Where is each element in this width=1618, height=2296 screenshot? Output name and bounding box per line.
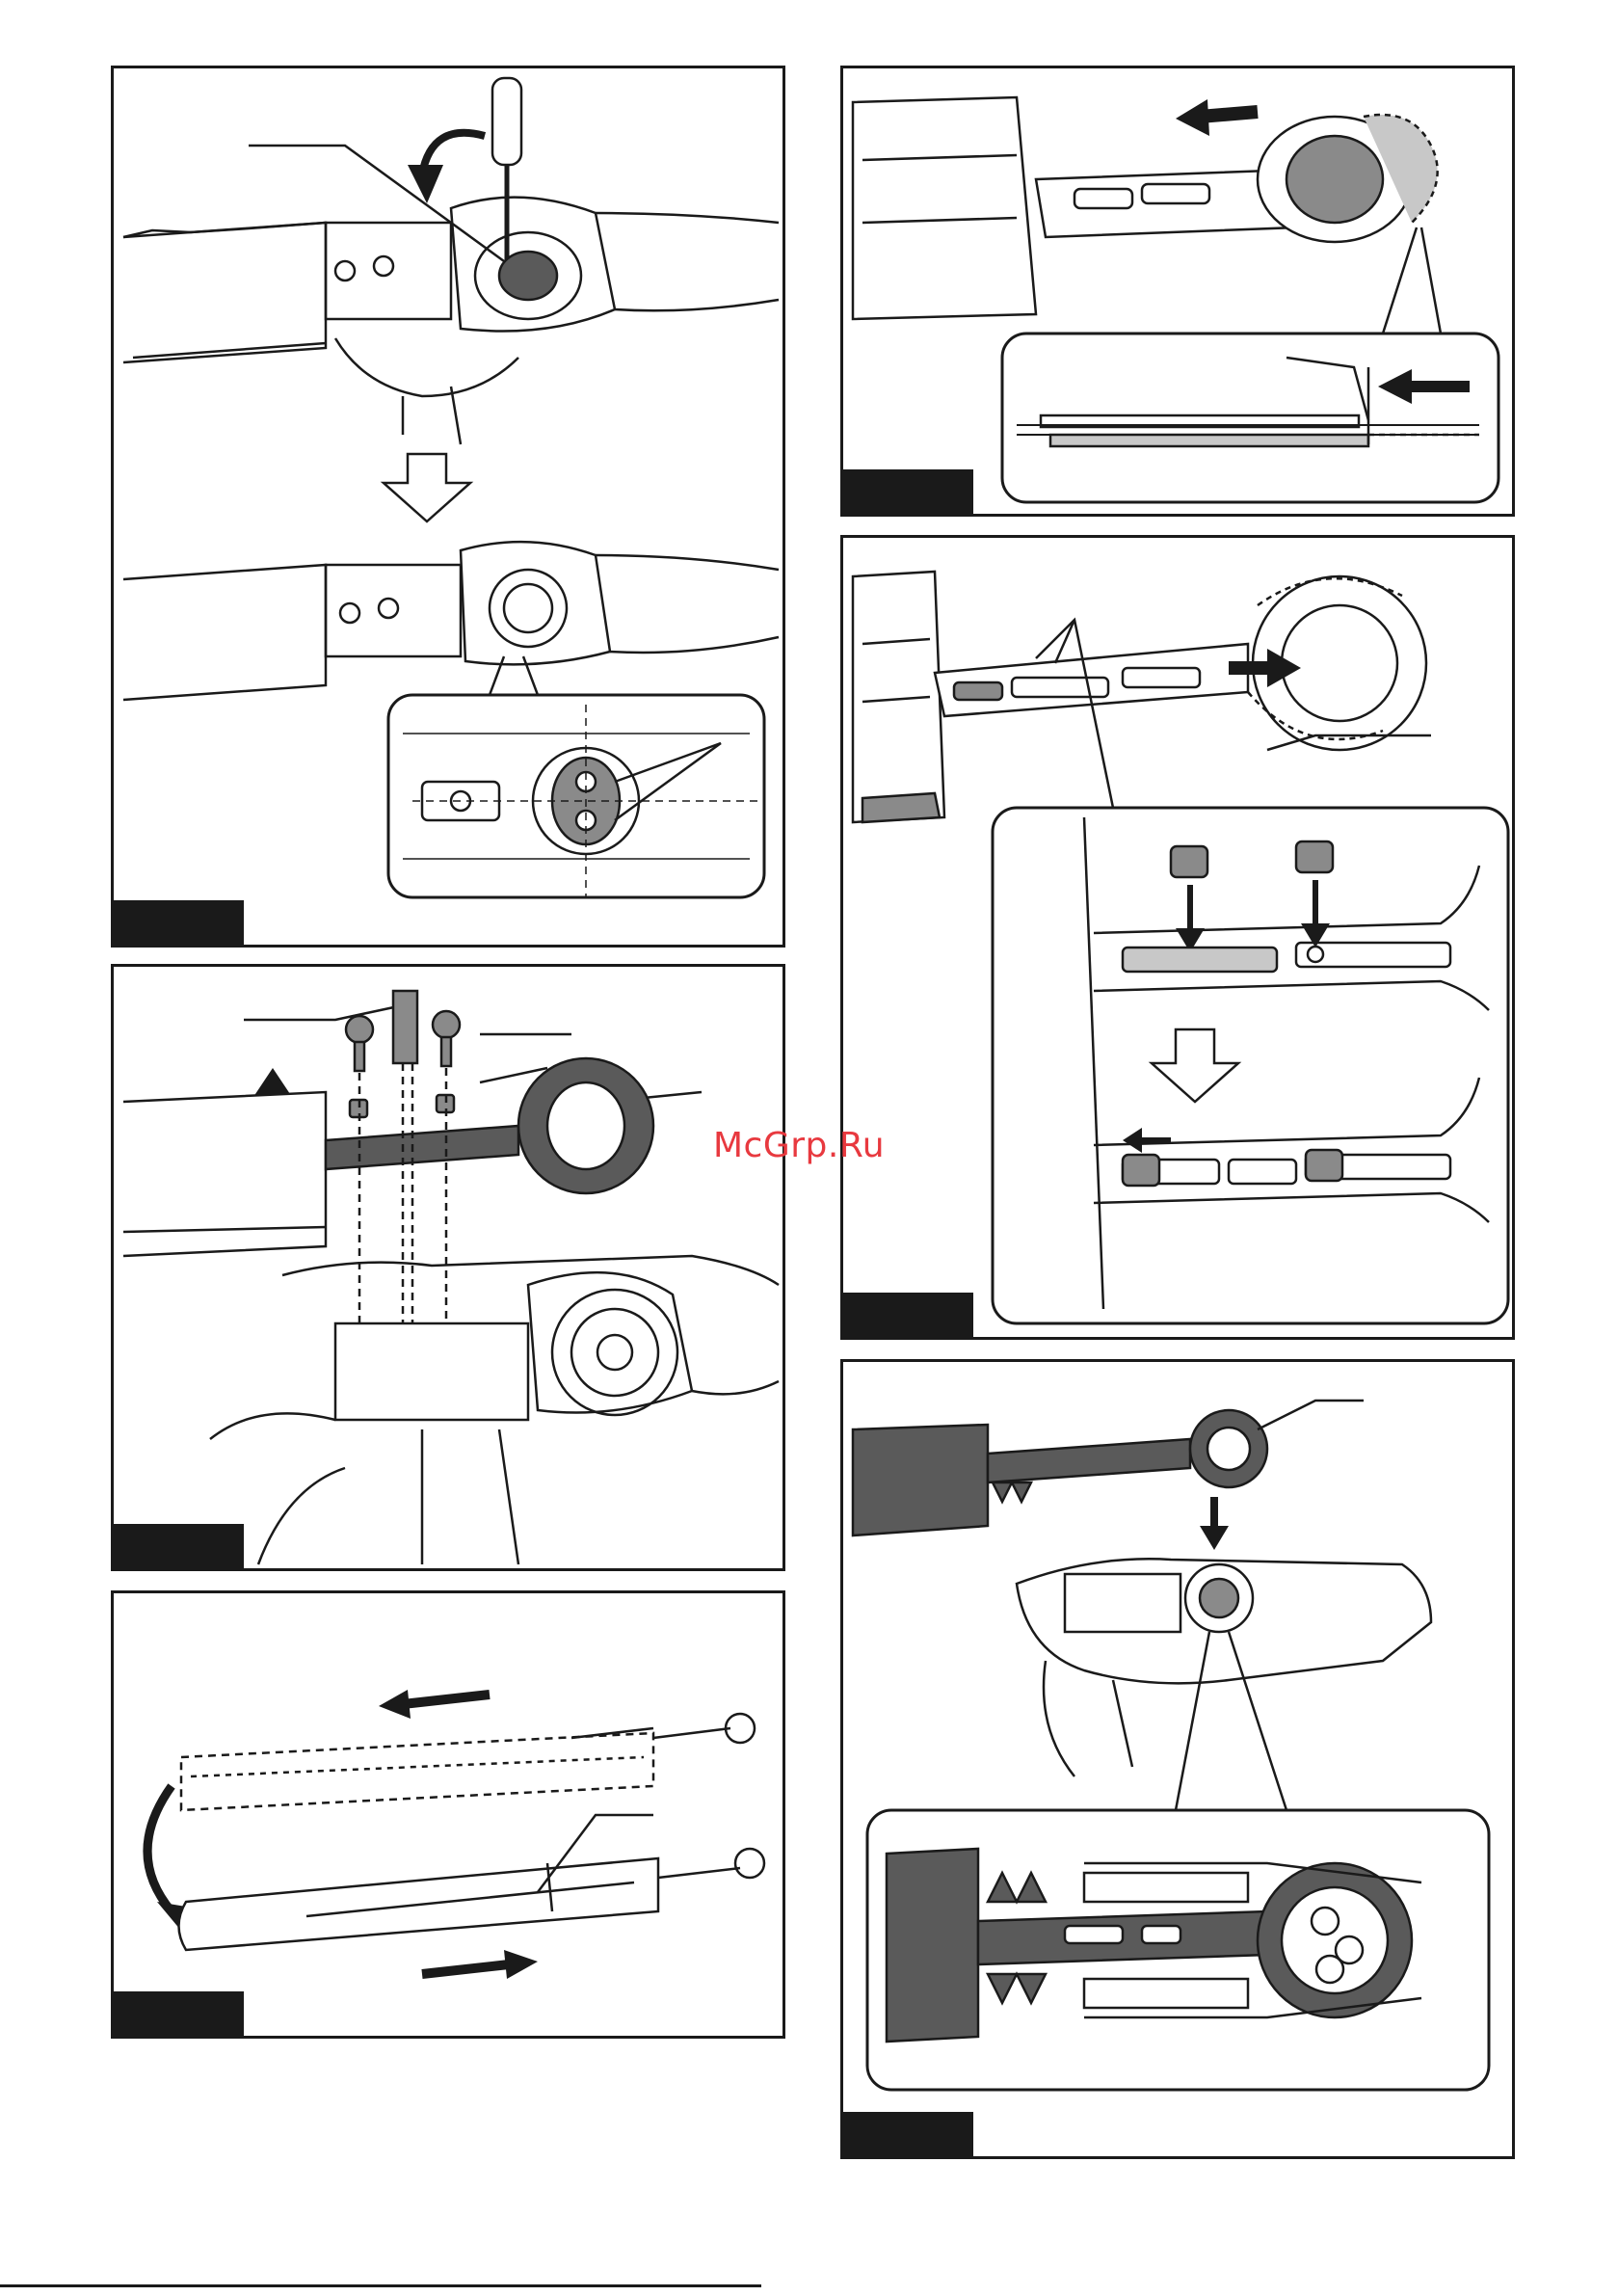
watermark-text: McGrp.Ru [713,1126,885,1165]
figure-label-tab [843,469,973,514]
figure-panel-6 [840,1359,1515,2159]
figure-label-tab [114,1524,244,1568]
figure-label-tab [114,1991,244,2036]
figure-label-tab [843,1293,973,1337]
figure-panel-2 [111,964,785,1571]
figure-3-illustration [114,1593,785,2039]
footer-divider [0,2284,761,2287]
figure-5-illustration [843,538,1515,1340]
figure-label-tab [114,900,244,945]
figure-panel-5 [840,535,1515,1340]
figure-1-illustration [114,68,785,948]
figure-panel-3 [111,1590,785,2039]
figure-6-illustration [843,1362,1515,2159]
figure-label-tab [843,2112,973,2156]
figure-panel-1 [111,66,785,948]
figure-4-illustration [843,68,1515,517]
figure-2-illustration [114,967,785,1571]
figure-panel-4 [840,66,1515,517]
